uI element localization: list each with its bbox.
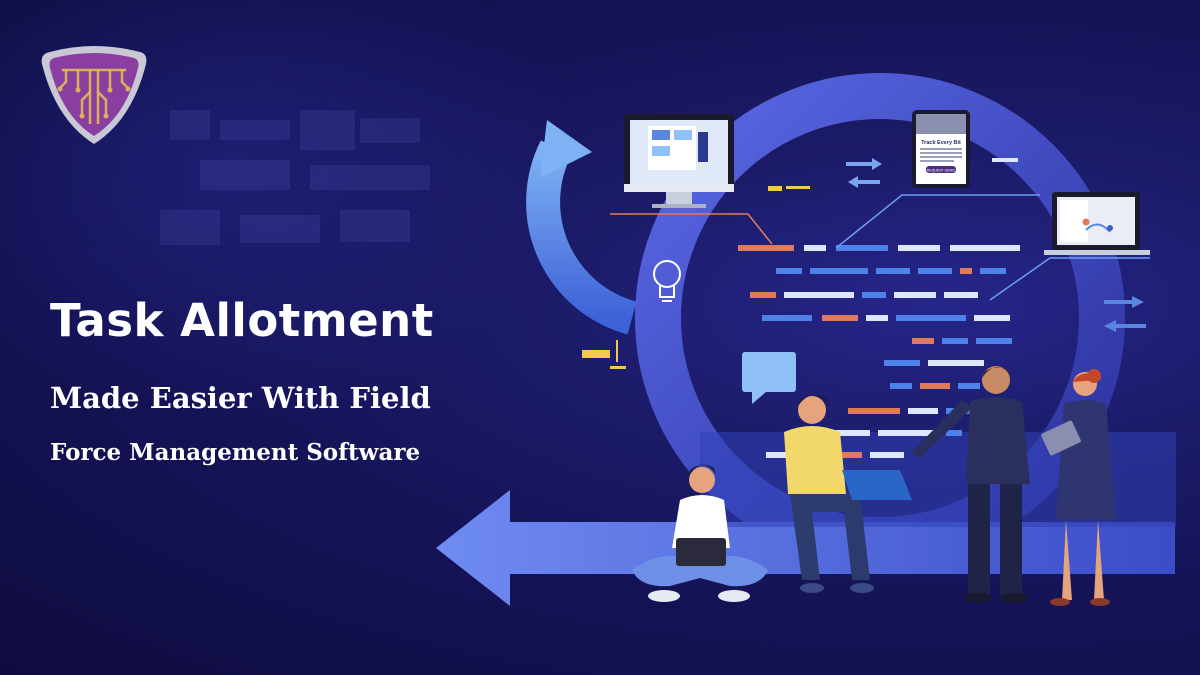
- subtitle-line-1: Made Easier With Field: [50, 381, 431, 415]
- person-standing-woman: [1041, 369, 1116, 606]
- monitor-icon: [624, 114, 734, 208]
- tablet-icon: Track Every Bit REQUEST DEMO: [912, 110, 970, 188]
- connector-lines: [610, 213, 773, 245]
- yellow-marks: [582, 186, 810, 369]
- cycle-arrow-icon: [526, 120, 637, 335]
- dash-mark: [992, 158, 1018, 162]
- circuit-t-logo-icon: [41, 46, 147, 144]
- person-with-laptop: [632, 464, 768, 602]
- tablet-heading: Track Every Bit: [921, 140, 961, 146]
- tablet-button: REQUEST DEMO: [927, 169, 956, 173]
- background-blocks: [160, 110, 430, 245]
- chat-bubble-icon: [742, 352, 796, 404]
- person-standing-man: [912, 366, 1030, 603]
- lightbulb-icon: [653, 260, 681, 302]
- swap-arrows-icon: [846, 158, 882, 188]
- connector-lines-blue: [835, 194, 1150, 301]
- laptop-icon: [1044, 192, 1150, 255]
- person-yellow-shirt: [784, 395, 912, 593]
- swap-arrows-icon-right: [1104, 296, 1146, 332]
- page-title: Task Allotment: [50, 294, 434, 347]
- subtitle-line-2: Force Management Software: [50, 439, 421, 466]
